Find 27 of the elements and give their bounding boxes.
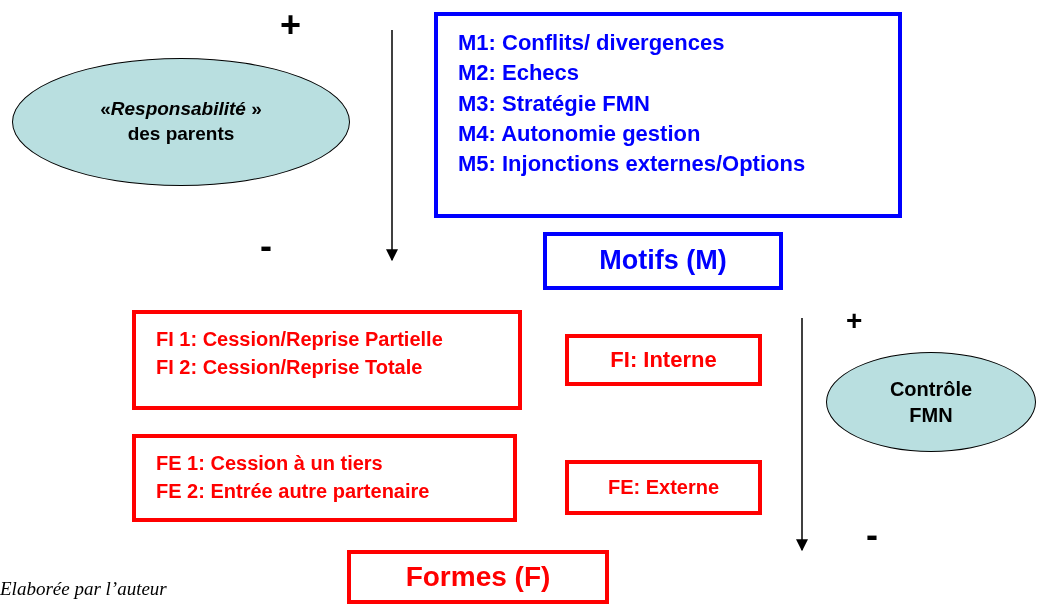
list-item: M4: Autonomie gestion [458,120,702,149]
list-box [132,434,517,522]
box-title: FE: Externe [606,474,721,500]
list-item: FI 2: Cession/Reprise Totale [156,354,424,380]
category-box [565,460,762,515]
box-title: Formes (F) [404,559,552,594]
box-title: Motifs (M) [598,244,728,278]
list-box [132,310,522,410]
sign-label: - [260,225,272,267]
list-item: M3: Stratégie FMN [458,89,651,118]
node-text: «Responsabilité » des parents [99,97,263,146]
list-item: FI 1: Cession/Reprise Partielle [156,327,444,352]
box-title: FI: Interne [609,345,718,374]
sign-label: - [866,514,878,556]
sign-label: + [280,4,302,46]
category-box [565,334,762,386]
category-box [347,550,609,604]
list-item: FE 2: Entrée autre partenaire [156,478,431,504]
source-note: Elaborée par l’auteur [0,578,167,600]
list-item: M5: Injonctions externes/Options [458,150,807,179]
sign-label: + [846,305,863,337]
category-box [543,232,783,290]
list-box [434,12,902,218]
list-item: M2: Echecs [458,59,581,88]
list-item: M1: Conflits/ divergences [458,29,726,57]
node-text: Contrôle FMN [888,377,974,428]
list-item: FE 1: Cession à un tiers [156,451,384,476]
